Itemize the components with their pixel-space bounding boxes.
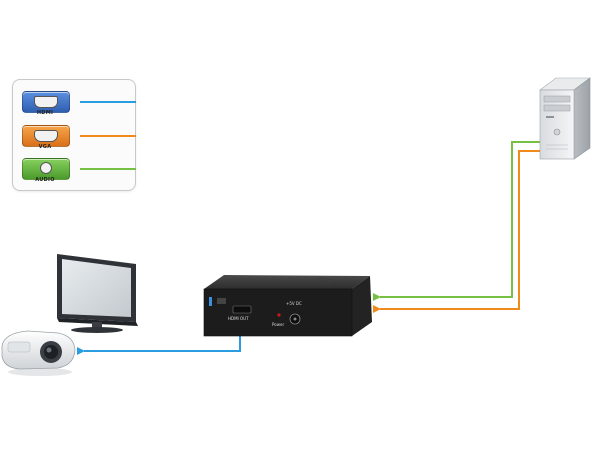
vga-port-icon <box>22 125 70 147</box>
hdmi-port-icon <box>22 91 70 113</box>
legend-item-hdmi: HDMI <box>22 91 136 117</box>
legend-label: HDMI <box>36 110 54 116</box>
converter-box-icon <box>203 275 372 337</box>
tower-pc-icon <box>539 77 591 160</box>
legend-line-hdmi <box>80 101 136 103</box>
hdmi-out-label: HDMI OUT <box>228 316 249 321</box>
audio-cable <box>373 141 540 301</box>
legend-label: AUDIO <box>35 177 55 183</box>
vga-cable <box>373 150 540 313</box>
power-label: Power <box>272 322 285 327</box>
legend-item-audio: AUDIO <box>22 158 136 184</box>
legend-label: VGA <box>38 144 52 150</box>
projector-icon <box>1 330 76 376</box>
lcd-monitor-icon <box>57 254 138 333</box>
audio-jack-icon <box>22 158 70 180</box>
legend-line-vga <box>80 135 136 137</box>
legend-line-audio <box>80 168 136 170</box>
dc-input-label: +5V DC <box>286 301 302 306</box>
legend-item-vga: VGA <box>22 125 136 151</box>
legend-panel: HDMI VGA AUDIO <box>12 79 136 191</box>
